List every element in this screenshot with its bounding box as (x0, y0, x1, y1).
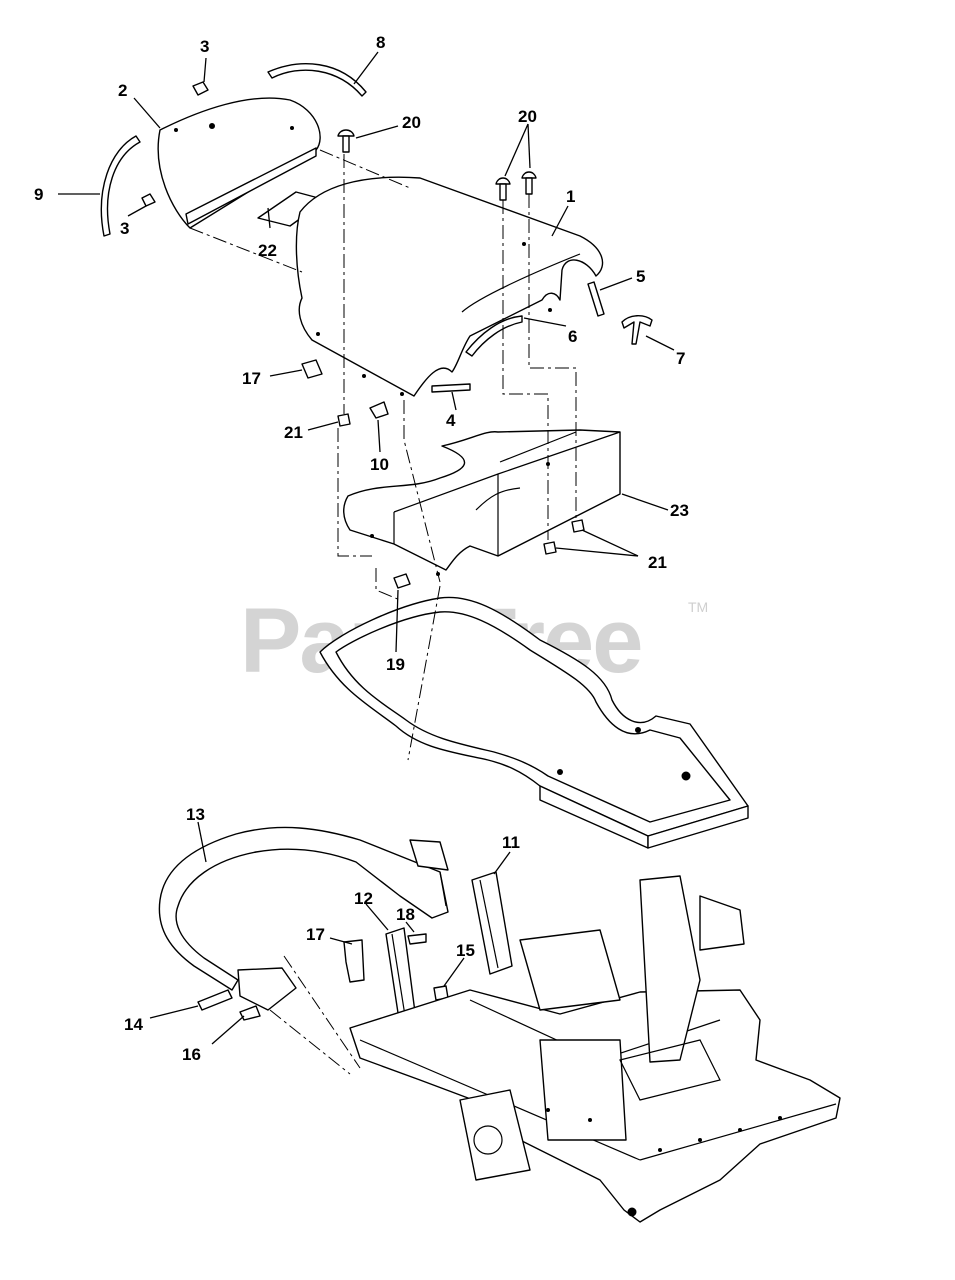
callout-20-right: 20 (518, 107, 537, 126)
part-20-carriage-bolt (337, 129, 355, 153)
part-17-bracket-lower (343, 939, 365, 983)
callout-15: 15 (456, 941, 475, 960)
part-1-fender-shroud (295, 176, 604, 397)
part-16-bolt (239, 1005, 261, 1021)
callout-18: 18 (396, 905, 415, 924)
callout-23: 23 (670, 501, 689, 520)
part-20-bolt-pair (495, 171, 537, 201)
callout-5: 5 (636, 267, 645, 286)
part-21-nut-upper (337, 413, 351, 427)
watermark-trademark: TM (688, 599, 708, 615)
part-11-upright (471, 871, 513, 975)
callout-17-lower: 17 (306, 925, 325, 944)
callout-8: 8 (376, 33, 385, 52)
callout-10: 10 (370, 455, 389, 474)
part-10-bolt (369, 401, 389, 419)
callout-14: 14 (124, 1015, 143, 1034)
part-23-seat-base (343, 429, 621, 576)
callout-9: 9 (34, 185, 43, 204)
part-6-trim (465, 315, 523, 357)
callout-3-left: 3 (120, 219, 129, 238)
part-19-screw (393, 573, 411, 589)
part-18-bolt (407, 933, 427, 945)
callout-12: 12 (354, 889, 373, 908)
callout-20-top: 20 (402, 113, 421, 132)
part-7-t-clip (621, 315, 653, 345)
part-14-bolt (197, 989, 233, 1011)
callout-labels: 3 8 2 20 20 9 3 22 1 5 6 7 17 4 21 10 23… (34, 33, 689, 1064)
callout-22: 22 (258, 241, 277, 260)
callout-21-upper: 21 (284, 423, 303, 442)
seat-support-frame (319, 596, 749, 849)
part-3-bolt-top (192, 81, 209, 96)
part-3-bolt-left (141, 193, 156, 207)
part-8-trim-strip (267, 63, 367, 97)
callout-7: 7 (676, 349, 685, 368)
tractor-chassis (349, 875, 841, 1223)
part-4-strip (431, 383, 471, 393)
alignment-lines (189, 149, 577, 1075)
part-5-clip (587, 281, 605, 317)
part-9-trim-strip (100, 135, 141, 237)
callout-17-upper: 17 (242, 369, 261, 388)
part-2-rear-panel (157, 97, 321, 229)
callout-6: 6 (568, 327, 577, 346)
part-17-clip-upper (301, 359, 323, 379)
leader-lines (58, 51, 675, 1045)
callout-13: 13 (186, 805, 205, 824)
callout-21-lower: 21 (648, 553, 667, 572)
callout-19: 19 (386, 655, 405, 674)
callout-2: 2 (118, 81, 127, 100)
part-13-hoop-frame (158, 826, 449, 1011)
callout-1: 1 (566, 187, 575, 206)
callout-11: 11 (502, 833, 520, 852)
callout-16: 16 (182, 1045, 201, 1064)
callout-4: 4 (446, 411, 456, 430)
part-21-nut-lower (543, 519, 585, 555)
callout-3-top: 3 (200, 37, 209, 56)
